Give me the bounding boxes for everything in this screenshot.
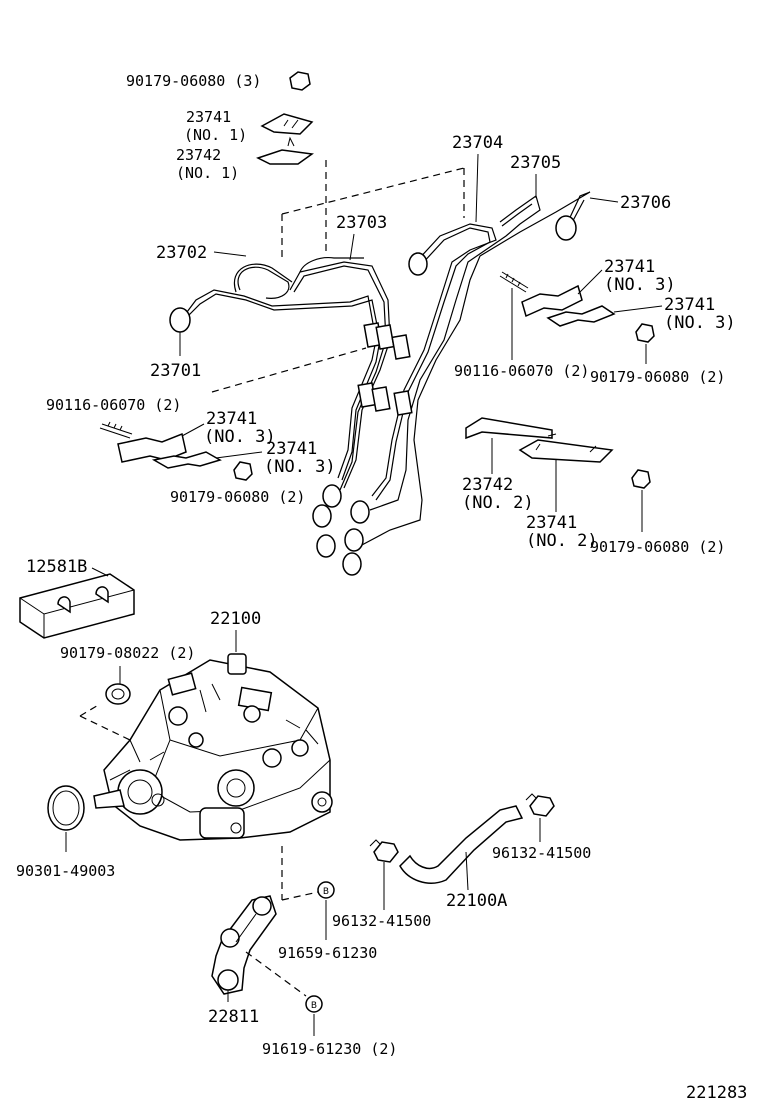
label-bolt-b2: 91619-61230 (2) [262,1040,397,1058]
leader-23702 [213,251,247,257]
clamp-left-2-icon [151,451,222,469]
clamp-left-1-icon [117,432,187,463]
clamp-23742-no1-icon [256,136,314,165]
leader-hose [465,851,469,891]
svg-text:B: B [323,887,329,897]
injection-pump-icon [93,653,333,841]
label-clamp-m2-sub: (NO. 2) [526,531,598,551]
clamp-right-2-icon [546,305,616,327]
leader-23703 [349,233,355,261]
oring-icon [47,785,85,831]
label-nut-right: 90179-06080 (2) [590,368,725,386]
dash-bracket-top [281,846,319,901]
label-clamp-r2-sub: (NO. 3) [664,313,736,333]
label-pipe-23705: 23705 [510,153,561,173]
label-hose: 22100A [446,891,507,911]
dash-pump-line [79,703,131,741]
bracket-icon [211,895,277,995]
clamp-right-1-icon [521,284,583,318]
label-pipe-23704: 23704 [452,133,503,153]
label-clamp-l2-no: 23741 [266,439,317,459]
label-clamp-r1-sub: (NO. 3) [604,275,676,295]
label-clamp-l1-sub: (NO. 3) [204,427,276,447]
label-nut-pump: 90179-08022 (2) [60,644,195,662]
label-clamp-m1-sub: (NO. 2) [462,493,534,513]
bolt-left-icon [99,421,133,439]
nut-left-icon [233,461,253,481]
label-pipe-23702: 23702 [156,243,207,263]
hose-clamp-left-icon [369,839,399,863]
clamp-23741-no1-icon [260,113,314,135]
label-clamp-m2-no: 23741 [526,513,577,533]
bolt-b1-icon: B [317,881,335,899]
diagram-id: 221283 [686,1083,747,1103]
svg-text:B: B [311,1001,317,1011]
label-nut-left: 90179-06080 (2) [170,488,305,506]
label-clamp-l1-no: 23741 [206,409,257,429]
label-clamp-m1-no: 23742 [462,475,513,495]
leader-clamp-r1 [577,269,603,295]
label-pump: 22100 [210,609,261,629]
dash-top-line [281,167,465,262]
label-clamp-l2-sub: (NO. 3) [264,457,336,477]
label-bolt-left: 90116-06070 (2) [46,396,181,414]
dash-bracket-bottom [245,951,307,997]
leader-23704 [475,153,479,223]
label-clamp2-no: 23742 [176,146,221,164]
nut-top-icon [289,71,311,91]
insulator-icon [19,573,135,639]
label-insulator: 12581B [26,557,87,577]
label-hose-clamp-l: 96132-41500 [332,912,431,930]
leader-clamp-l1 [181,423,205,437]
clamp-mid-1-icon [465,417,557,440]
nut-right-icon [635,323,655,343]
label-nut-mid: 90179-06080 (2) [590,538,725,556]
nut-mid-icon [631,469,651,489]
bolt-right-icon [499,271,529,293]
label-clamp-r2-no: 23741 [664,295,715,315]
leader-clamp-l2 [215,451,263,459]
label-clamp2-sub: (NO. 1) [176,164,239,182]
clamp-mid-2-icon [518,439,614,463]
label-bracket: 22811 [208,1007,259,1027]
leader-insulator [91,567,109,577]
label-hose-clamp-r: 96132-41500 [492,844,591,862]
hose-clamp-right-icon [525,793,555,817]
hose-icon [399,805,524,884]
label-pipe-23703: 23703 [336,213,387,233]
nut-pump-icon [105,683,131,705]
leader-23706 [589,197,619,203]
label-clamp1-no: 23741 [186,108,231,126]
label-clamp-r1-no: 23741 [604,257,655,277]
label-nut-top: 90179-06080 (3) [126,72,261,90]
label-pipe-23706: 23706 [620,193,671,213]
label-oring: 90301-49003 [16,862,115,880]
label-pipe-23701: 23701 [150,361,201,381]
label-clamp1-sub: (NO. 1) [184,126,247,144]
label-bolt-right: 90116-06070 (2) [454,362,589,380]
leader-clamp-r2 [613,305,663,313]
injection-pipes-icon [169,191,591,576]
dash-left-line [211,347,367,393]
bolt-b2-icon: B [305,995,323,1013]
label-bolt-b1: 91659-61230 [278,944,377,962]
